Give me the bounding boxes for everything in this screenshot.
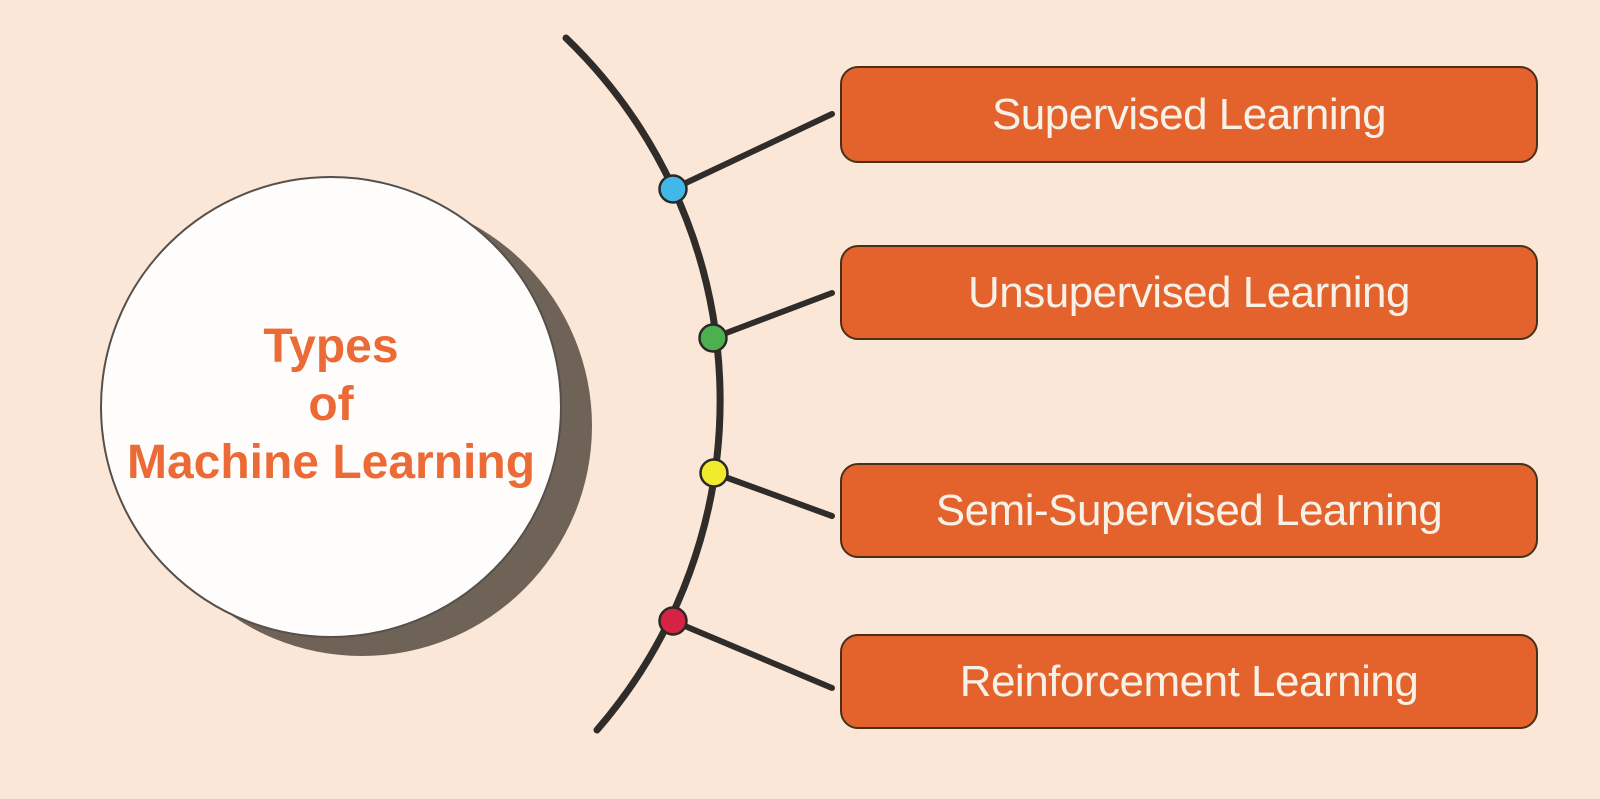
- branch-label: Unsupervised Learning: [967, 267, 1411, 317]
- diagram-title-line-2: of: [308, 378, 354, 431]
- connector-line-unsupervised: [710, 290, 835, 341]
- dot-unsupervised-icon: [698, 323, 728, 353]
- connector-line-reinforcement: [670, 618, 835, 691]
- connector-line-supervised: [670, 111, 835, 192]
- branch-box-semi-supervised-learning: Semi-Supervised Learning: [840, 463, 1538, 558]
- branch-label: Supervised Learning: [991, 89, 1387, 139]
- dot-reinforcement-icon: [658, 606, 688, 636]
- dot-semi-supervised-icon: [699, 458, 729, 488]
- diagram-title-line-3: Machine Learning: [126, 436, 536, 489]
- diagram-title-line-1: Types: [263, 320, 399, 373]
- center-circle: [100, 176, 562, 638]
- branch-label: Reinforcement Learning: [959, 656, 1419, 706]
- branch-box-reinforcement-learning: Reinforcement Learning: [840, 634, 1538, 729]
- branch-label: Semi-Supervised Learning: [935, 485, 1443, 535]
- branch-arc: [562, 34, 724, 734]
- branch-box-unsupervised-learning: Unsupervised Learning: [840, 245, 1538, 340]
- dot-supervised-icon: [658, 174, 688, 204]
- connector-line-semi-supervised: [711, 470, 835, 519]
- branch-box-supervised-learning: Supervised Learning: [840, 66, 1538, 163]
- diagram-title: Types of Machine Learning: [31, 318, 631, 492]
